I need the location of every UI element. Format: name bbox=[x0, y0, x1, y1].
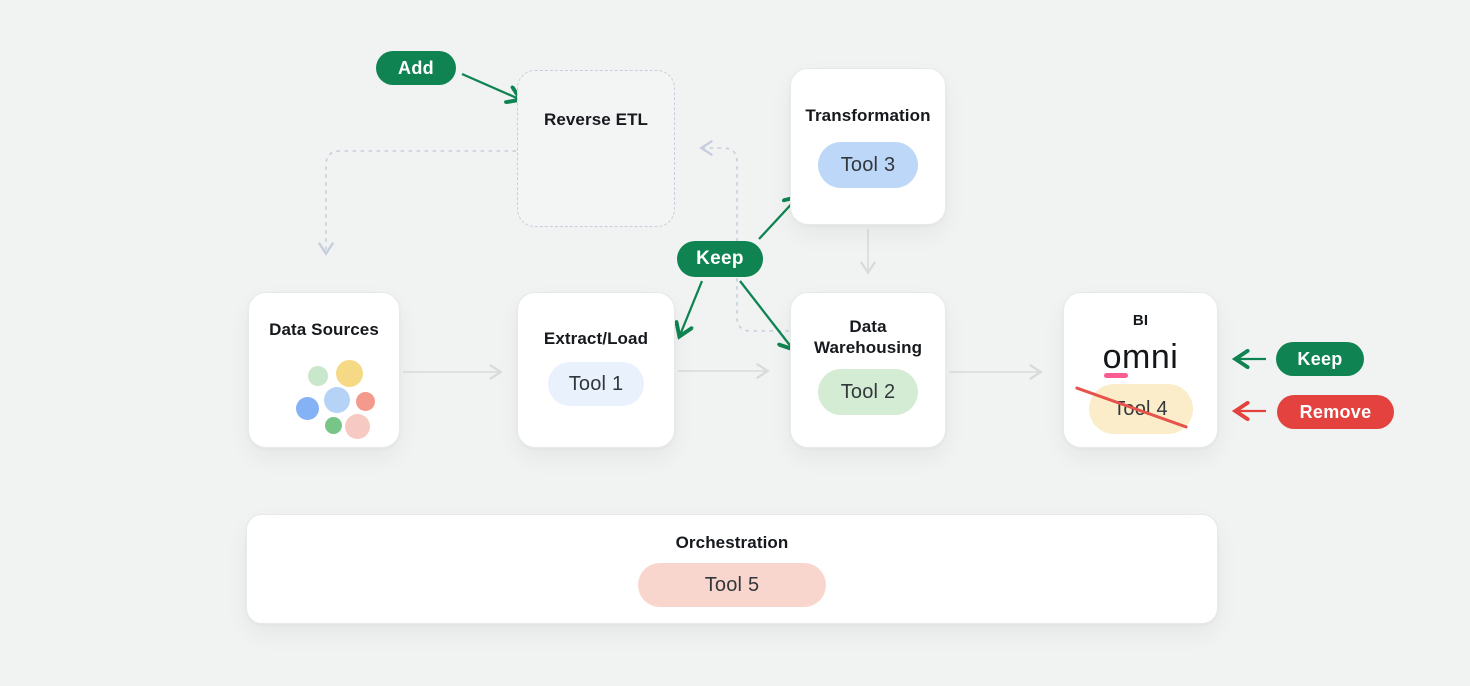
transformation-title: Transformation bbox=[805, 106, 931, 125]
reverse-etl-title: Reverse ETL bbox=[543, 110, 649, 129]
box-data-sources: Data Sources bbox=[248, 292, 400, 448]
box-extract-load: Extract/Load Tool 1 bbox=[517, 292, 675, 448]
tool1-pill: Tool 1 bbox=[548, 362, 644, 406]
dot-light-green bbox=[308, 366, 328, 386]
box-data-warehousing: Data Warehousing Tool 2 bbox=[790, 292, 946, 448]
tool4-pill-wrapper: Tool 4 bbox=[1074, 384, 1193, 434]
dot-salmon bbox=[356, 392, 375, 411]
connector-reverseetl-to-datasources bbox=[318, 150, 516, 256]
box-transformation: Transformation Tool 3 bbox=[790, 68, 946, 225]
tool2-pill: Tool 2 bbox=[818, 369, 918, 415]
orchestration-title: Orchestration bbox=[675, 533, 789, 552]
omni-logo-text: omni bbox=[1102, 338, 1179, 376]
remove-badge: Remove bbox=[1277, 395, 1394, 429]
data-warehousing-title: Data Warehousing bbox=[813, 317, 923, 357]
dot-green bbox=[325, 417, 342, 434]
data-sources-icon bbox=[264, 352, 384, 447]
arrow-keep-to-warehousing bbox=[739, 280, 792, 348]
omni-logo-underline bbox=[1103, 373, 1128, 378]
connector-warehousing-to-reverseetl bbox=[699, 140, 789, 332]
dot-light-blue bbox=[324, 387, 350, 413]
keep-center-badge: Keep bbox=[677, 241, 763, 277]
box-orchestration: Orchestration Tool 5 bbox=[246, 514, 1218, 624]
keep-right-badge: Keep bbox=[1276, 342, 1364, 376]
dot-pink bbox=[345, 414, 370, 439]
arrow-add-to-reverseetl bbox=[461, 72, 519, 99]
dot-blue bbox=[296, 397, 319, 420]
tool3-pill: Tool 3 bbox=[818, 142, 918, 188]
bi-title: BI bbox=[1132, 312, 1149, 329]
box-bi: BI omni Tool 4 bbox=[1063, 292, 1218, 448]
tool5-pill: Tool 5 bbox=[638, 563, 826, 607]
extract-load-title: Extract/Load bbox=[543, 329, 649, 348]
box-reverse-etl: Reverse ETL bbox=[517, 70, 675, 227]
dot-yellow bbox=[336, 360, 363, 387]
arrow-keep-to-extractload bbox=[680, 280, 704, 335]
add-badge: Add bbox=[376, 51, 456, 85]
data-sources-title: Data Sources bbox=[269, 320, 379, 339]
omni-logo: omni bbox=[1102, 338, 1179, 378]
